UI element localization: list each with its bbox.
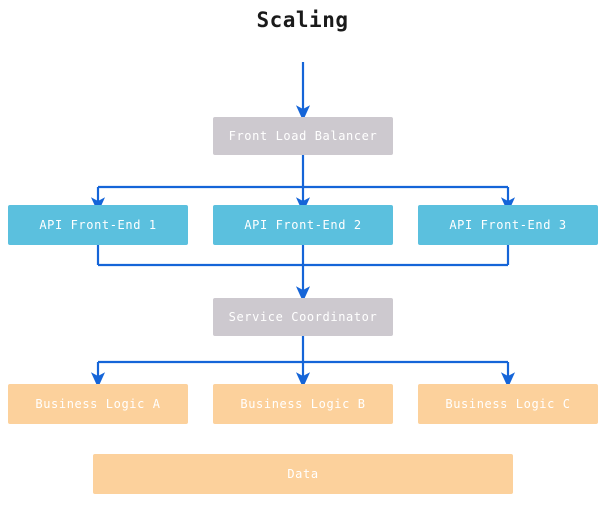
node-label: Data — [287, 467, 319, 481]
node-label: API Front-End 3 — [449, 218, 567, 232]
node-label: Business Logic A — [35, 397, 161, 411]
node-label: Front Load Balancer — [228, 129, 378, 143]
node-business-logic-c[interactable]: Business Logic C — [418, 384, 598, 424]
edge-coordinator-bus — [98, 336, 508, 364]
edge-flb-bus — [98, 155, 508, 189]
node-label: API Front-End 1 — [39, 218, 157, 232]
node-api-front-end-1[interactable]: API Front-End 1 — [8, 205, 188, 245]
node-label: Business Logic C — [445, 397, 571, 411]
node-business-logic-a[interactable]: Business Logic A — [8, 384, 188, 424]
node-api-front-end-3[interactable]: API Front-End 3 — [418, 205, 598, 245]
node-api-front-end-2[interactable]: API Front-End 2 — [213, 205, 393, 245]
node-service-coordinator[interactable]: Service Coordinator — [213, 298, 393, 336]
node-label: API Front-End 2 — [244, 218, 362, 232]
node-label: Service Coordinator — [228, 310, 378, 324]
node-data[interactable]: Data — [93, 454, 513, 494]
page-title: Scaling — [256, 8, 349, 32]
node-front-load-balancer[interactable]: Front Load Balancer — [213, 117, 393, 155]
node-label: Business Logic B — [240, 397, 366, 411]
node-business-logic-b[interactable]: Business Logic B — [213, 384, 393, 424]
